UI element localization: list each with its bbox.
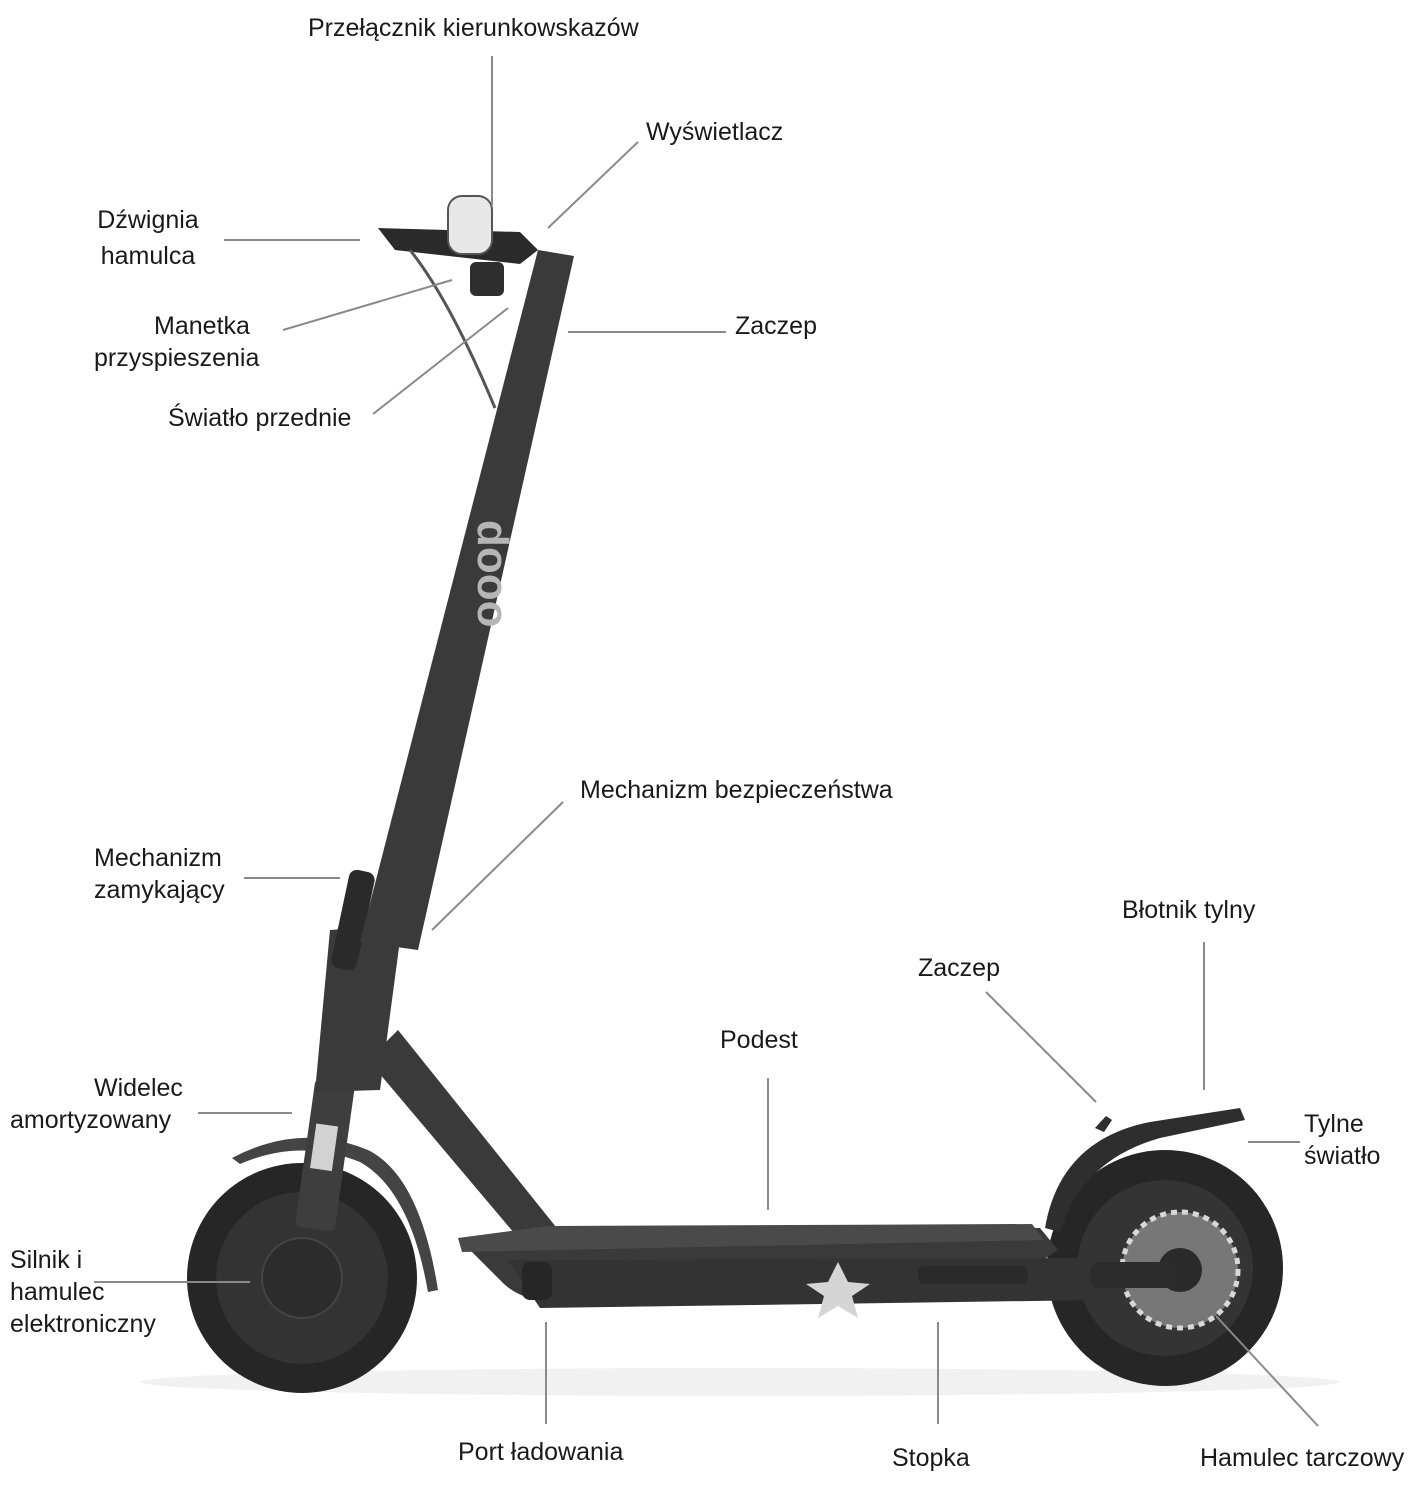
label-motor-line2: hamulec bbox=[10, 1278, 105, 1306]
deck-star bbox=[806, 1262, 870, 1318]
label-motor-brake: Silnik i hamulec elektroniczny bbox=[10, 1244, 156, 1340]
label-rear-mudguard: Błotnik tylny bbox=[1122, 896, 1256, 924]
label-suspension-fork: Widelec amortyzowany bbox=[10, 1072, 196, 1136]
label-hook-stem: Zaczep bbox=[735, 312, 817, 340]
label-locking-mechanism: Mechanizm zamykający bbox=[94, 842, 225, 906]
label-motor-line1: Silnik i bbox=[10, 1246, 83, 1274]
label-charging-port: Port ładowania bbox=[458, 1438, 624, 1466]
label-front-light: Światło przednie bbox=[168, 404, 352, 432]
label-fork-line1: Widelec bbox=[94, 1074, 183, 1102]
label-fork-line2: amortyzowany bbox=[10, 1106, 172, 1134]
down-tube bbox=[368, 1030, 560, 1240]
label-throttle-line2: przyspieszenia bbox=[94, 344, 260, 372]
grip bbox=[470, 262, 504, 296]
brake-cable bbox=[408, 249, 497, 409]
label-brake-lever: Dźwignia hamulca bbox=[90, 204, 206, 272]
leader-display bbox=[547, 141, 639, 229]
label-throttle-line1: Manetka bbox=[154, 312, 250, 340]
leader-front-light bbox=[372, 307, 509, 415]
label-throttle: Manetka przyspieszenia bbox=[94, 310, 270, 374]
label-kickstand: Stopka bbox=[892, 1444, 970, 1472]
leader-safety bbox=[431, 801, 564, 931]
label-safety-mechanism: Mechanizm bezpieczeństwa bbox=[580, 776, 893, 804]
leader-lines bbox=[94, 56, 1319, 1427]
stem-logo: dooo bbox=[468, 520, 517, 628]
leader-throttle bbox=[282, 279, 453, 331]
suspension-fork-shape bbox=[295, 1078, 355, 1232]
label-rear-light-line1: Tylne bbox=[1304, 1110, 1364, 1138]
leader-hook-rear bbox=[985, 991, 1097, 1103]
label-brake-lever-line2: hamulca bbox=[100, 242, 196, 270]
swingarm bbox=[1090, 1262, 1178, 1288]
label-turn-signal-switch: Przełącznik kierunkowskazów bbox=[308, 14, 639, 42]
charging-port-shape bbox=[522, 1262, 552, 1300]
rear-hook bbox=[1095, 1116, 1112, 1132]
rear-fender bbox=[1045, 1108, 1245, 1232]
display-unit bbox=[447, 195, 493, 255]
kickstand-shape bbox=[918, 1266, 1028, 1284]
label-rear-light: Tylne światło bbox=[1304, 1108, 1380, 1172]
label-locking-line2: zamykający bbox=[94, 876, 225, 904]
label-hook-rear: Zaczep bbox=[918, 954, 1000, 982]
ground-shadow bbox=[140, 1368, 1340, 1396]
label-display: Wyświetlacz bbox=[646, 118, 784, 146]
label-motor-line3: elektroniczny bbox=[10, 1310, 156, 1338]
label-deck: Podest bbox=[720, 1026, 798, 1054]
front-wheel bbox=[187, 1163, 417, 1393]
stem bbox=[360, 250, 574, 950]
label-rear-light-line2: światło bbox=[1304, 1142, 1381, 1170]
front-fender bbox=[232, 1137, 438, 1292]
leader-disc-brake bbox=[1215, 1315, 1319, 1427]
label-locking-line1: Mechanizm bbox=[94, 844, 222, 872]
deck-top bbox=[458, 1224, 1044, 1252]
label-disc-brake: Hamulec tarczowy bbox=[1200, 1444, 1405, 1472]
folding-latch bbox=[331, 869, 375, 971]
label-brake-lever-line1: Dźwignia bbox=[97, 206, 199, 234]
